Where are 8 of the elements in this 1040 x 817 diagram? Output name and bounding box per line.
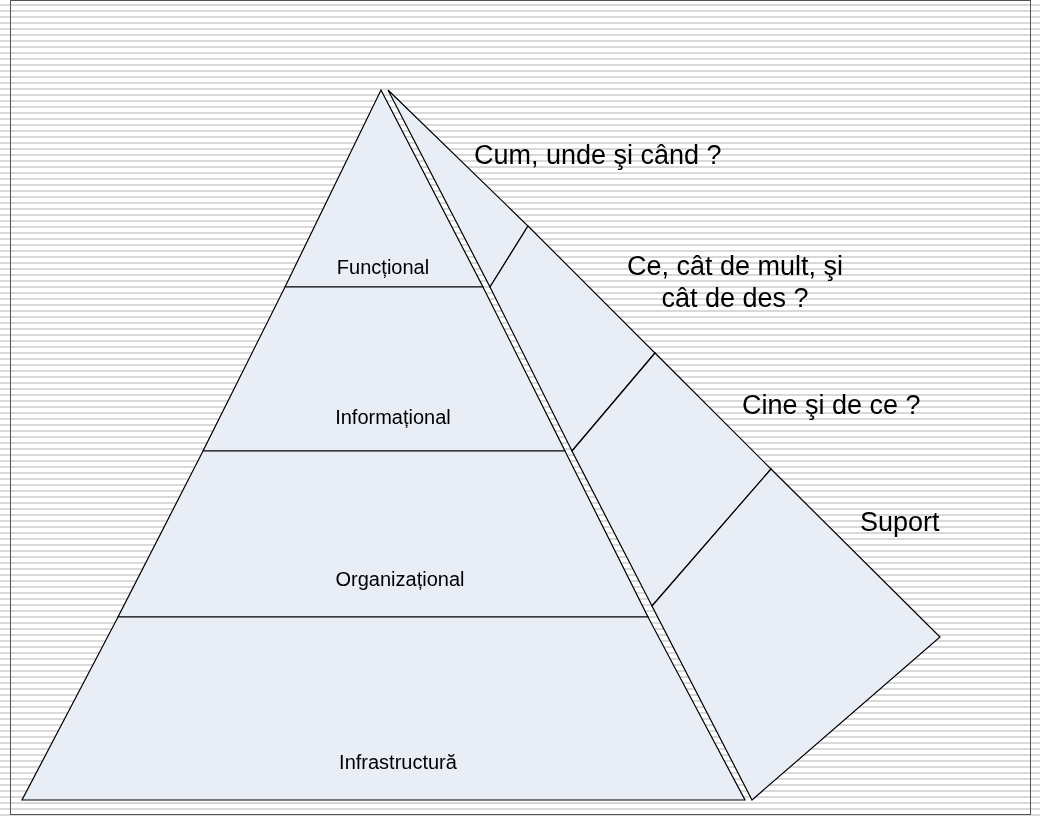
face-label: Suport — [860, 506, 941, 539]
face-label: Cum, unde şi când ? — [474, 139, 723, 172]
level-label: Informațional — [334, 405, 452, 429]
face-label: Cine şi de ce ? — [742, 389, 922, 422]
level-label: Infrastructură — [338, 750, 458, 774]
level-label: Funcțional — [335, 255, 431, 279]
face-label: Ce, cât de mult, şi cât de des ? — [625, 250, 845, 315]
level-label: Organizațional — [334, 567, 466, 591]
